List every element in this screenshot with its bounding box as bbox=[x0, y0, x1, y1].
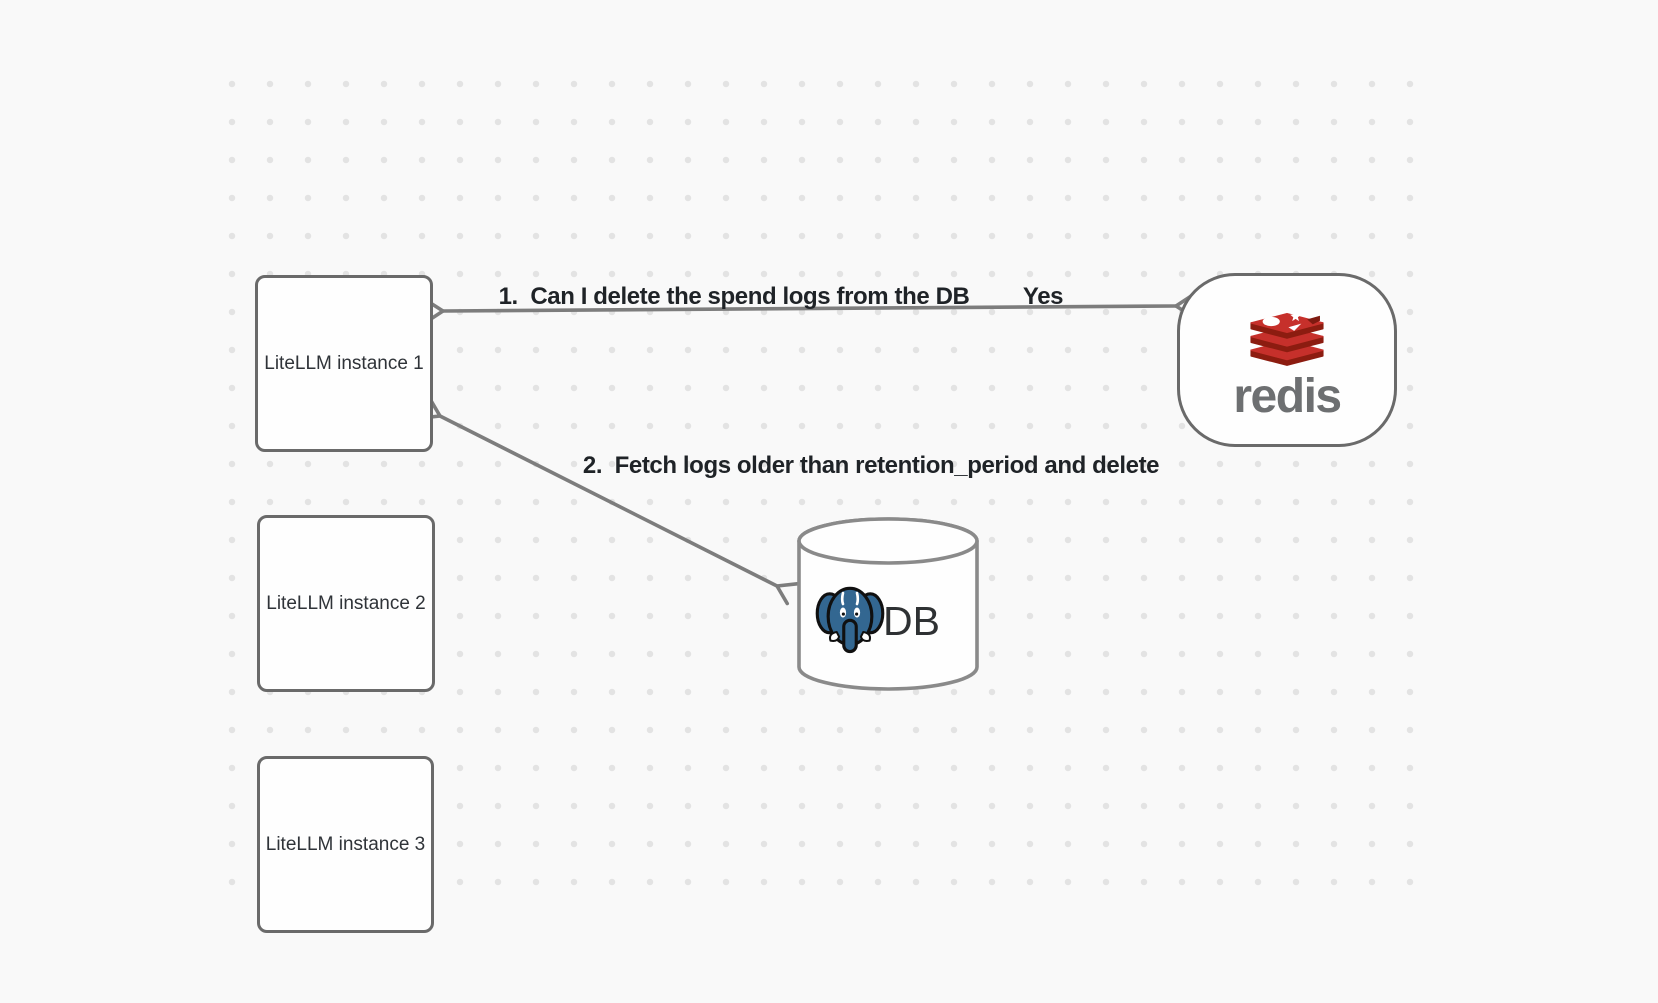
node-label: LiteLLM instance 3 bbox=[265, 833, 426, 855]
node-label: LiteLLM instance 1 bbox=[264, 352, 424, 374]
redis-wordmark: redis bbox=[1233, 370, 1342, 423]
node-db[interactable]: DB bbox=[795, 515, 981, 693]
edge2-label: 2. Fetch logs older than retention_perio… bbox=[582, 452, 1160, 479]
node-litellm-instance-2[interactable]: LiteLLM instance 2 bbox=[257, 515, 435, 692]
redis-stack-icon bbox=[1250, 310, 1324, 366]
node-litellm-instance-3[interactable]: LiteLLM instance 3 bbox=[257, 756, 434, 933]
node-litellm-instance-1[interactable]: LiteLLM instance 1 bbox=[255, 275, 433, 452]
edge1-answer-label: Yes bbox=[1022, 283, 1064, 310]
edge1-label: 1. Can I delete the spend logs from the … bbox=[498, 283, 970, 310]
db-label: DB bbox=[883, 598, 940, 644]
node-label: LiteLLM instance 2 bbox=[266, 592, 426, 614]
node-redis[interactable]: redis bbox=[1177, 273, 1397, 447]
postgresql-elephant-icon bbox=[815, 586, 885, 654]
